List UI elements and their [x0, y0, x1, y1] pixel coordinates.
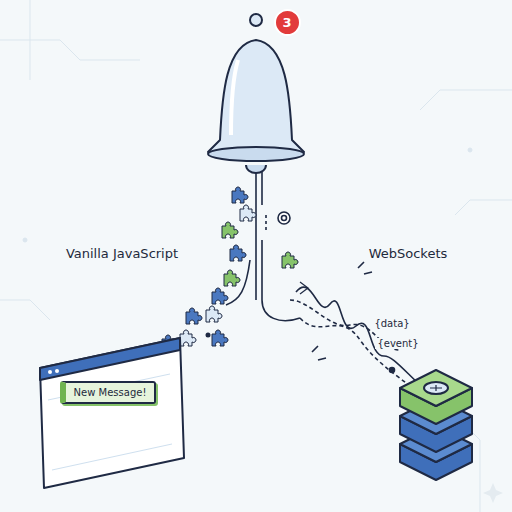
- payload-tag: {data}: [372, 318, 411, 329]
- wires: [226, 172, 300, 321]
- server-stack: [400, 370, 472, 480]
- badge-count: 3: [282, 15, 291, 30]
- tech-label: Vanilla JavaScript: [64, 246, 180, 261]
- corner-mark: [483, 483, 503, 503]
- bell-icon: [208, 14, 304, 173]
- payload-tag: {event}: [375, 338, 420, 349]
- websocket-wave: [290, 262, 420, 392]
- puzzle-pieces: [150, 187, 299, 358]
- notification-text: New Message!: [74, 387, 147, 398]
- notification-card: New Message!: [60, 381, 157, 404]
- tech-label: WebSockets: [367, 246, 450, 261]
- browser-window: [40, 338, 184, 488]
- notification-badge: 3: [274, 9, 301, 36]
